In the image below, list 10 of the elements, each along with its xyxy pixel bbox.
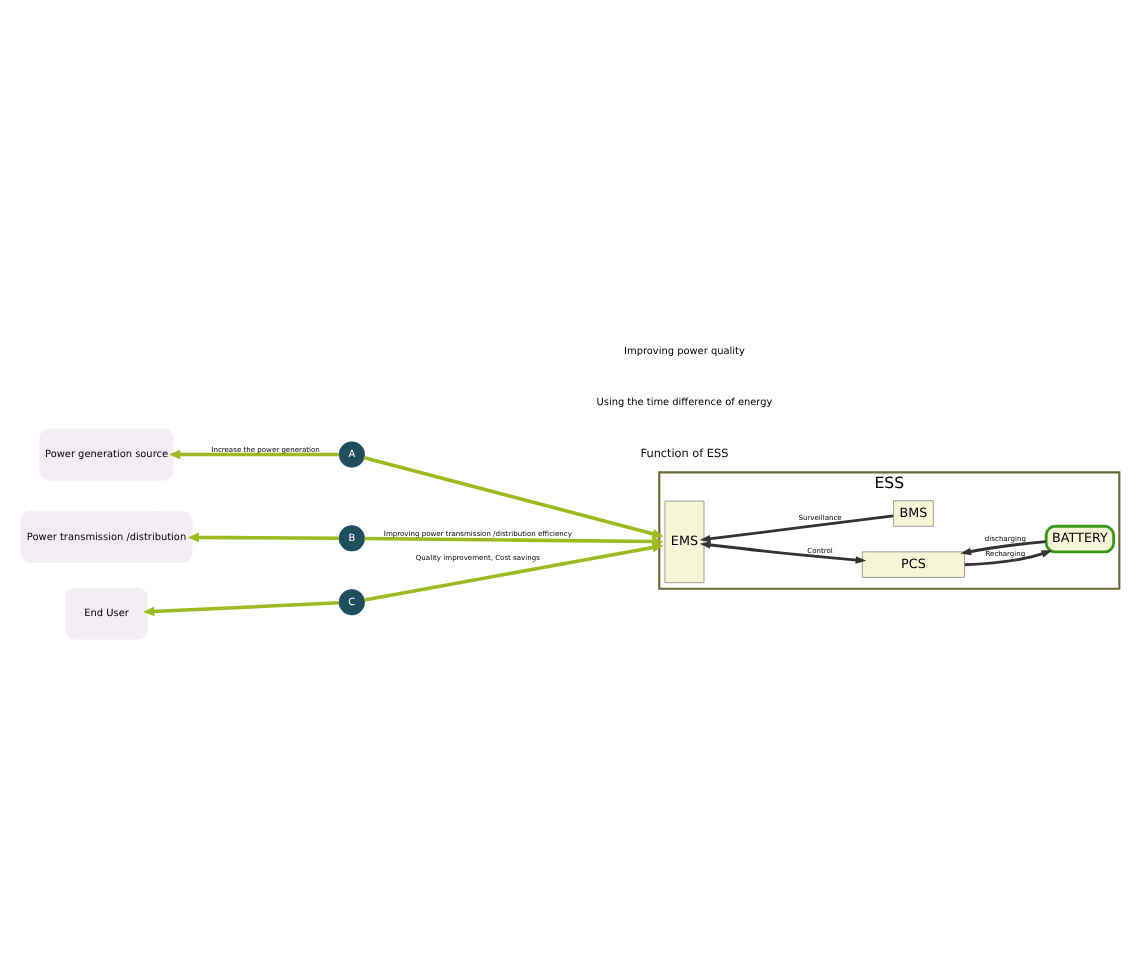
arrow	[364, 536, 664, 547]
arrow	[960, 540, 1047, 556]
arrow	[363, 455, 664, 539]
arrow	[169, 449, 340, 460]
arrow	[143, 601, 340, 617]
arrow	[364, 542, 664, 602]
arrow	[187, 532, 339, 543]
arrow	[964, 550, 1053, 567]
arrow	[699, 541, 867, 564]
arrow	[699, 514, 894, 543]
